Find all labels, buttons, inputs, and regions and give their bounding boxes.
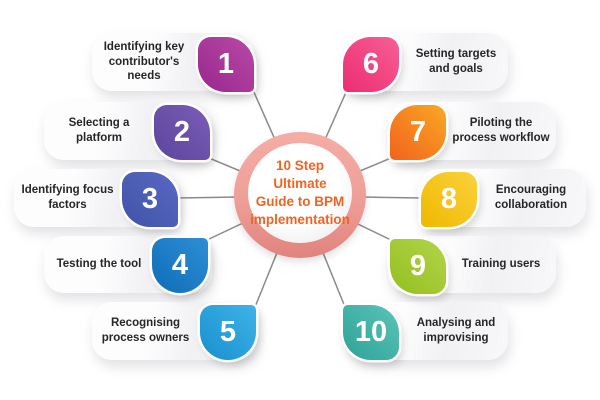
step-number-badge-2: 2	[154, 105, 210, 160]
step-label: Piloting the process workflow	[452, 117, 550, 144]
step-label: Identifying key contributor's needs	[103, 40, 185, 83]
step-label: Selecting a platform	[68, 117, 130, 144]
center-circle-inner: 10 Step Ultimate Guide to BPM implementa…	[248, 143, 352, 243]
step-label: Recognising process owners	[101, 317, 190, 344]
step-number-badge-4: 4	[152, 238, 208, 293]
step-label: Testing the tool	[56, 258, 142, 271]
step-number-badge-8: 8	[421, 172, 477, 227]
center-title-line: implementation	[250, 211, 350, 227]
step-label: Identifying focus factors	[21, 184, 114, 211]
step-label: Encouraging collaboration	[494, 184, 568, 211]
center-title-line: Guide to BPM	[255, 194, 345, 209]
step-label: Training users	[461, 258, 541, 271]
step-number-badge-10: 10	[343, 305, 399, 360]
step-number-badge-1: 1	[198, 37, 254, 92]
center-circle: 10 Step Ultimate Guide to BPM implementa…	[234, 132, 366, 258]
center-title-line: Ultimate	[273, 176, 327, 192]
step-number-badge-6: 6	[343, 37, 399, 92]
center-title-line: 10 Step	[275, 158, 325, 174]
step-number-badge-5: 5	[200, 305, 256, 360]
step-label: Analysing and improvising	[416, 317, 496, 344]
step-number-badge-7: 7	[390, 105, 446, 160]
step-number-badge-3: 3	[122, 172, 178, 227]
step-label: Setting targets and goals	[415, 48, 497, 75]
step-number-badge-9: 9	[390, 239, 446, 294]
